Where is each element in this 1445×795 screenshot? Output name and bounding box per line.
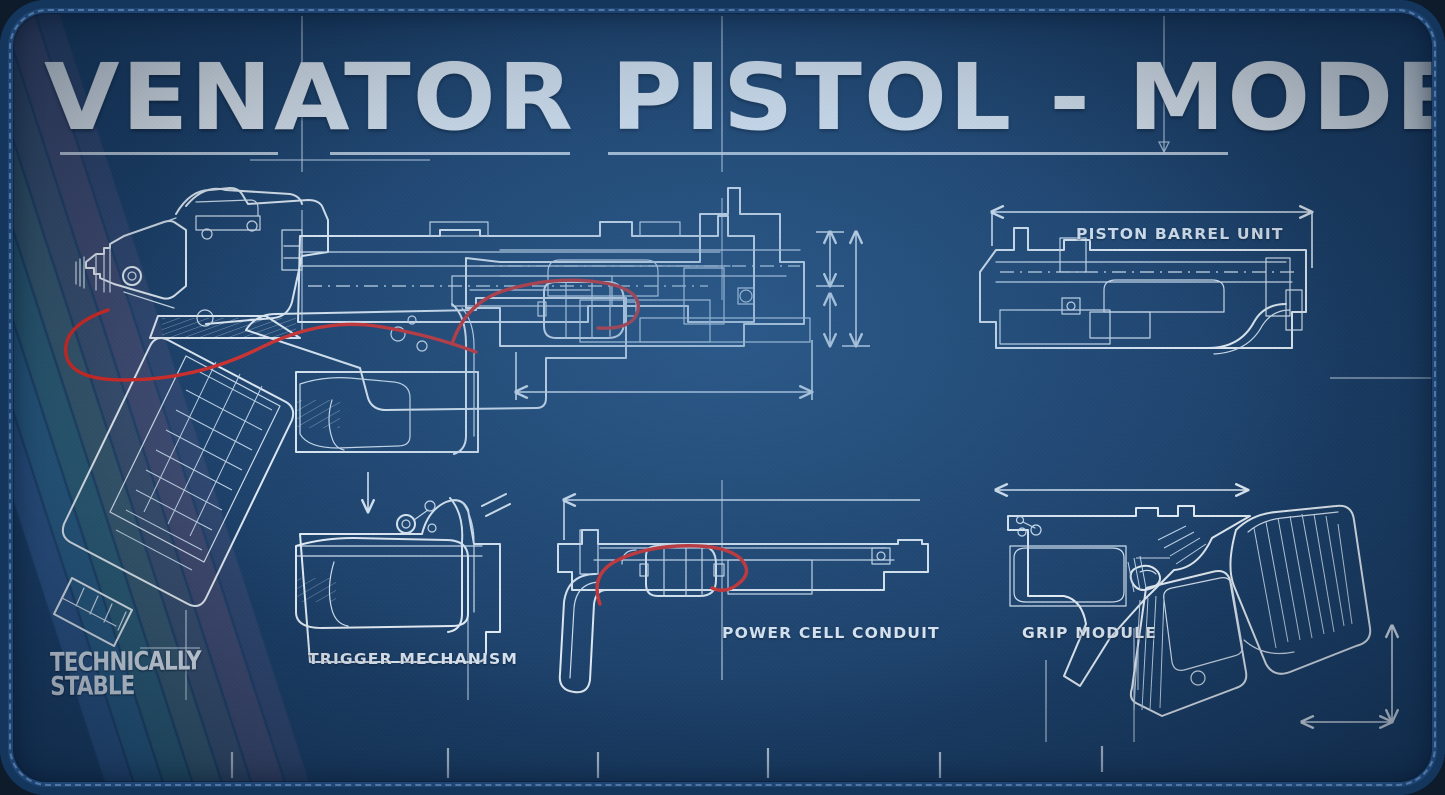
grip-module-view [996, 490, 1392, 722]
dimension-vertical-upper [816, 232, 844, 286]
trigger-mechanism-view [295, 472, 511, 663]
slide-receiver-section [450, 187, 870, 400]
title-underline-left [60, 152, 278, 155]
main-assembly-exploded [53, 187, 755, 647]
edge-ticks [230, 746, 1104, 778]
power-cell-conduit-view [557, 500, 929, 694]
dimension-vertical-lower [830, 232, 870, 346]
label-power-cell-conduit: POWER CELL CONDUIT [722, 624, 940, 642]
dimension-horizontal-main [516, 340, 812, 400]
page-title: VENATOR PISTOL - MODEL V1 [44, 44, 1445, 151]
title-underline-right [608, 152, 1228, 155]
brand-logo-line2: STABLE [50, 671, 135, 702]
brand-logo: TECHNICALLY STABLE [50, 646, 201, 702]
label-grip-module: GRIP MODULE [1022, 624, 1158, 642]
title-underline-mid [330, 152, 570, 155]
label-piston-barrel-unit: PISTON BARREL UNIT [1076, 225, 1284, 243]
label-trigger-mechanism: TRIGGER MECHANISM [308, 650, 518, 668]
